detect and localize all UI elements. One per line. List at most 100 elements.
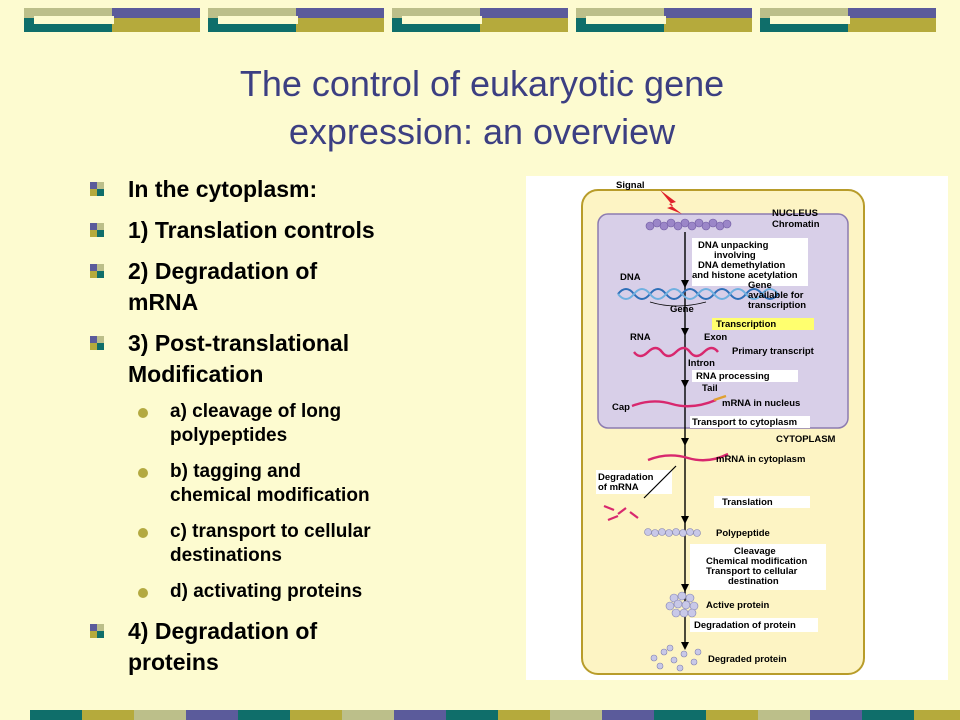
title-line-1: The control of eukaryotic gene — [239, 63, 725, 104]
bullet-degradation-mrna: 2) Degradation of mRNA — [86, 256, 486, 318]
band-segment — [446, 710, 498, 720]
band-segment — [342, 710, 394, 720]
label-primary-transcript: Primary transcript — [732, 346, 815, 357]
band-segment — [186, 710, 238, 720]
subbullet-dot-icon — [138, 528, 148, 538]
label-cytoplasm: CYTOPLASM — [776, 434, 836, 445]
subbullet-dot-icon — [138, 468, 148, 478]
band-segment — [30, 710, 82, 720]
label-tail: Tail — [702, 383, 718, 394]
subbullet-line: chemical modification — [170, 485, 370, 506]
band-segment — [34, 16, 114, 24]
label-intron: Intron — [688, 358, 715, 369]
label-gene: Gene — [670, 304, 694, 315]
band-segment — [238, 710, 290, 720]
label-rna: RNA — [630, 332, 651, 343]
label-of-mrna: of mRNA — [598, 482, 639, 493]
band-segment — [24, 8, 112, 18]
label-signal: Signal — [616, 180, 645, 191]
slide-title: The control of eukaryotic gene expressio… — [120, 60, 844, 156]
label-degradation: Degradation — [598, 472, 654, 483]
subbullet-cleavage: a) cleavage of long polypeptides — [86, 400, 486, 448]
bullet-line: 2) Degradation of — [128, 258, 318, 284]
subbullet-line: destinations — [170, 545, 282, 566]
band-segment — [498, 710, 550, 720]
band-segment — [290, 710, 342, 720]
title-line-2: expression: an overview — [288, 111, 676, 152]
band-segment — [392, 8, 480, 18]
label-active-protein: Active protein — [706, 600, 770, 611]
band-segment — [706, 710, 758, 720]
band-segment — [760, 8, 848, 18]
subbullet-activating: d) activating proteins — [86, 580, 486, 604]
label-dna-demethylation: DNA demethylation — [698, 260, 785, 271]
bullet-line: 3) Post-translational — [128, 330, 350, 356]
subbullet-dot-icon — [138, 588, 148, 598]
subbullet-transport: c) transport to cellular destinations — [86, 520, 486, 568]
signal-lightning-icon — [660, 190, 682, 214]
band-segment — [480, 8, 568, 18]
label-cap: Cap — [612, 402, 630, 413]
mrna-nucleus-icon — [631, 398, 717, 408]
band-segment — [208, 8, 296, 18]
band-segment — [82, 710, 134, 720]
bullet-marker-icon — [90, 182, 104, 196]
band-segment — [296, 18, 384, 32]
band-segment — [862, 710, 914, 720]
label-involving: involving — [714, 250, 756, 261]
label-rna-processing: RNA processing — [696, 371, 770, 382]
subbullet-line: a) cleavage of long — [170, 401, 342, 422]
bullet-marker-icon — [90, 336, 104, 350]
band-segment — [576, 8, 664, 18]
bullet-marker-icon — [90, 624, 104, 638]
label-degradation-protein: Degradation of protein — [694, 620, 796, 631]
label-degraded-protein: Degraded protein — [708, 654, 787, 665]
band-segment — [394, 710, 446, 720]
label-chromatin: Chromatin — [772, 219, 820, 230]
band-segment — [848, 18, 936, 32]
band-segment — [550, 710, 602, 720]
bottom-decorative-band — [30, 710, 960, 720]
band-segment — [586, 16, 666, 24]
band-segment — [848, 8, 936, 18]
label-exon: Exon — [704, 332, 727, 343]
label-for-transcription: transcription — [748, 300, 806, 311]
active-protein-icon — [665, 591, 699, 618]
degraded-mrna-icon — [603, 504, 639, 522]
bullet-line: proteins — [128, 649, 219, 675]
subbullet-line: c) transport to cellular — [170, 521, 371, 542]
label-cleavage: Cleavage — [734, 546, 776, 557]
label-available-for: available for — [748, 290, 804, 301]
label-transcription: Transcription — [716, 319, 776, 330]
subbullet-dot-icon — [138, 408, 148, 418]
band-segment — [112, 8, 200, 18]
label-dna-unpacking: DNA unpacking — [698, 240, 769, 251]
label-polypeptide: Polypeptide — [716, 528, 770, 539]
subbullet-line: polypeptides — [170, 425, 288, 446]
bullet-text: In the cytoplasm: — [128, 176, 318, 202]
label-gene-available: Gene — [748, 280, 772, 291]
band-segment — [296, 8, 384, 18]
gene-expression-diagram: Signal NUCLEUS Chromatin DNA unpacking i… — [526, 176, 948, 680]
band-segment — [810, 710, 862, 720]
bullet-translation-controls: 1) Translation controls — [86, 215, 486, 246]
label-chemical-modification: Chemical modification — [706, 556, 808, 567]
subbullet-tagging: b) tagging and chemical modification — [86, 460, 486, 508]
bullet-marker-icon — [90, 264, 104, 278]
band-segment — [914, 710, 960, 720]
band-segment — [758, 710, 810, 720]
polypeptide-icon — [644, 528, 701, 537]
top-decorative-band — [24, 8, 936, 32]
bullet-marker-icon — [90, 223, 104, 237]
bullet-text: 1) Translation controls — [128, 217, 375, 243]
bullet-line: 4) Degradation of — [128, 618, 318, 644]
band-segment — [770, 16, 850, 24]
degraded-protein-icon — [650, 644, 702, 672]
band-segment — [664, 18, 752, 32]
band-segment — [654, 710, 706, 720]
subbullet-line: b) tagging and — [170, 461, 301, 482]
mrna-cytoplasm-icon — [647, 452, 729, 462]
label-nucleus: NUCLEUS — [772, 208, 818, 219]
label-dna: DNA — [620, 272, 641, 283]
label-destination: destination — [728, 576, 779, 587]
